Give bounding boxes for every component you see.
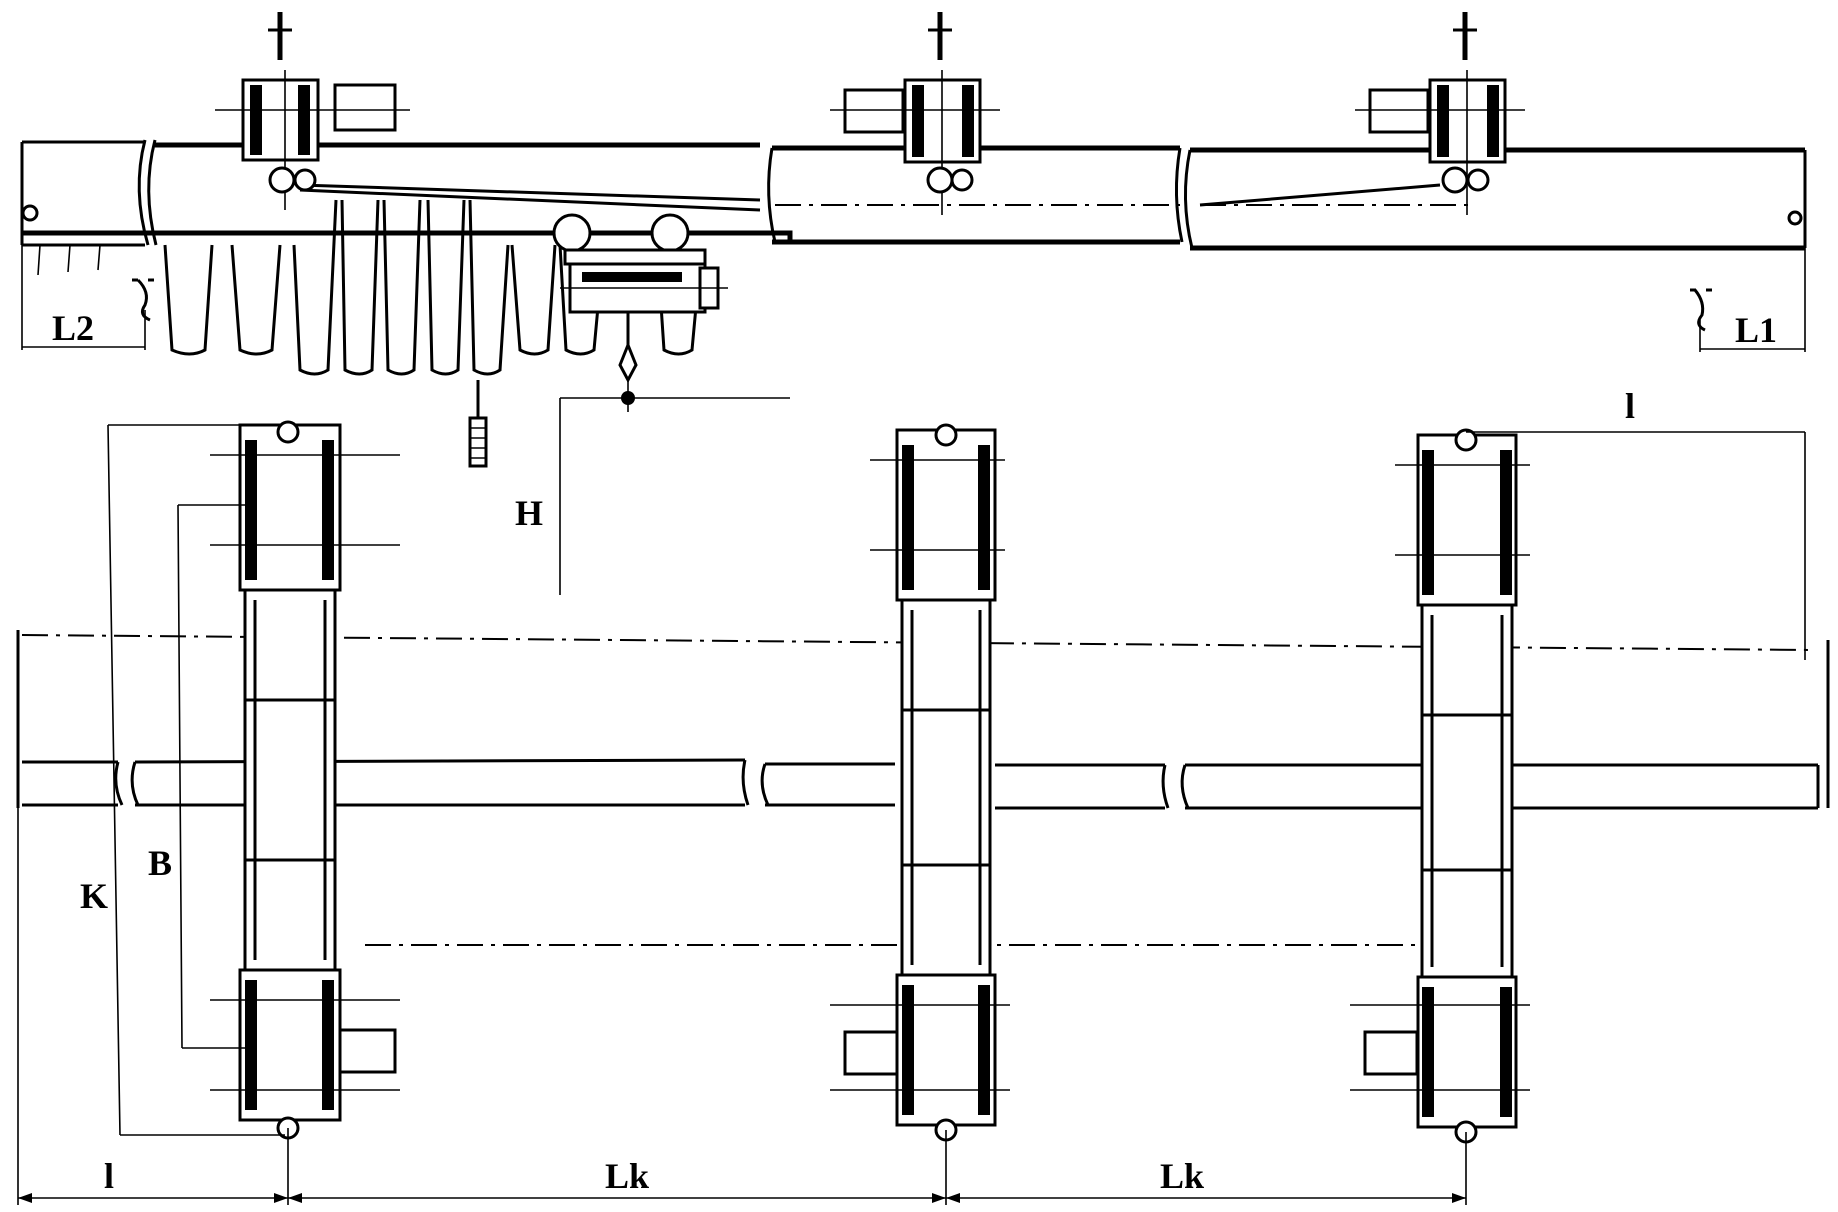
girder-elevation [20,139,1807,276]
hook-left [132,278,154,322]
end-carriage-left-plan [210,420,400,1140]
dimension-l-top: l [1466,386,1806,660]
label-L2: L2 [52,308,94,348]
end-carriage-middle-plan [830,423,1010,1142]
end-carriage-middle-elevation [830,12,1000,215]
end-carriage-right-elevation [1355,12,1525,215]
end-carriage-right-plan [1350,428,1530,1144]
label-B: B [148,843,172,883]
hoist-trolley [552,213,728,412]
pendant-control [468,380,488,468]
dimension-K: K [80,424,285,1136]
label-L1: L1 [1735,310,1777,350]
dimension-chain-bottom: l Lk Lk [17,808,1467,1205]
end-carriage-left-elevation [215,12,410,210]
dimension-H: H [515,397,790,595]
label-l-top: l [1625,386,1635,426]
dimension-L2: L2 [21,245,146,350]
label-K: K [80,876,108,916]
dimension-B: B [148,504,245,1049]
label-l-bottom: l [104,1156,114,1196]
festoon-cable-loops [163,199,700,376]
plan-view: K B l l Lk Lk [16,386,1830,1205]
dimension-L1: L1 [1699,248,1806,352]
label-Lk-1: Lk [605,1156,649,1196]
elevation-view: L2 L1 H [20,12,1807,595]
hook-right [1690,288,1712,332]
label-H: H [515,493,543,533]
label-Lk-2: Lk [1160,1156,1204,1196]
